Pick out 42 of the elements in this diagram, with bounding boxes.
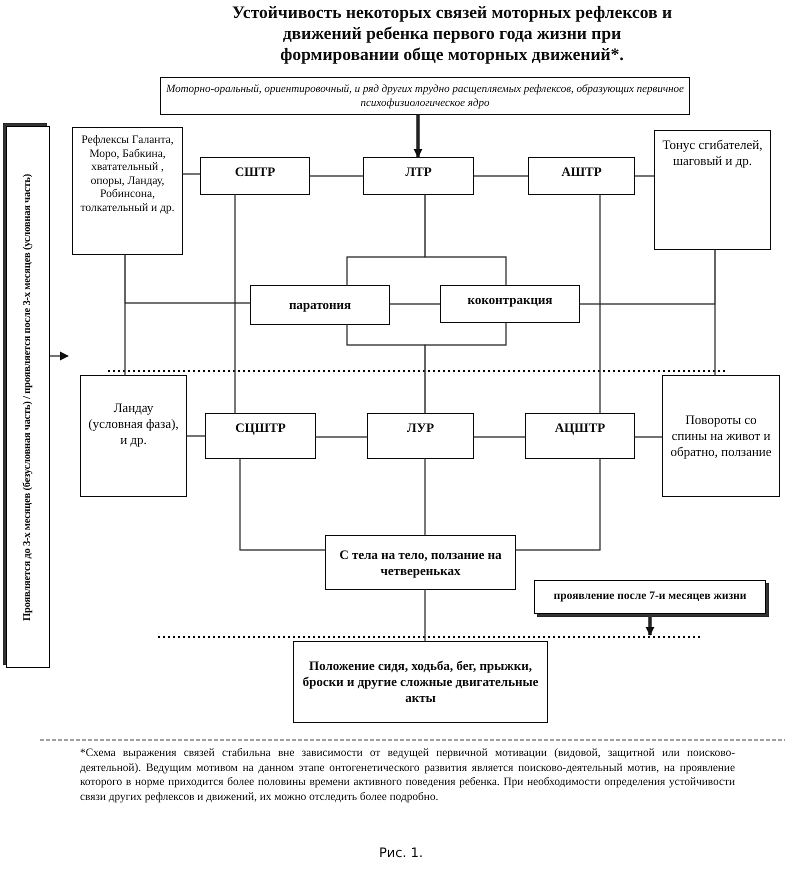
text-box: Проявляется до 3-х месяцев (безусловная часть) / проявляется после 3-х месяцев (условная часть) xyxy=(6,126,50,668)
text-box: Положение сидя, ходьба, бег, прыжки, броски и другие сложные двигательные акты xyxy=(293,641,548,723)
connector-line xyxy=(183,173,200,175)
text-box: Повороты со спины на живот и обратно, ползание xyxy=(662,375,780,497)
text-box: СШТР xyxy=(200,157,310,195)
arrow xyxy=(414,115,422,158)
connector-line xyxy=(474,436,525,438)
text-box: АШТР xyxy=(528,157,635,195)
text-box: СЦШТР xyxy=(205,413,316,459)
connector-line xyxy=(635,175,654,177)
diagram-title: Устойчивость некоторых связей моторных рефлексов и движений ребенка первого года жизни при формировании обще моторных движений*. xyxy=(230,2,674,65)
connector-line xyxy=(424,459,426,535)
connector-line xyxy=(424,323,507,413)
text-box: Моторно-оральный, ориентировочный, и ряд других трудно расщепляемых рефлексов, образующих первичное психофизиологическое ядро xyxy=(160,77,690,115)
connector-line xyxy=(310,175,363,177)
text-box: коконтракция xyxy=(440,285,580,323)
figure-caption: Рис. 1. xyxy=(378,846,424,861)
connector-line xyxy=(187,435,205,437)
text-box: Тонус сгибателей, шаговый и др. xyxy=(654,130,771,250)
connector-line xyxy=(599,195,601,413)
footnote-text: *Схема выражения связей стабильна вне зависимости от ведущей первичной мотивации (видовой, защитной или поисково-деятельной). Ведущим мотивом на данном этапе онтогенетического развития является поисково-деятельный мотив, на проявление которого в норме приходится более половины времени активного поведения ребенка. При необходимости определения устойчивости связи других рефлексов и движений, их можно отследить более подробно. xyxy=(80,746,735,804)
arrow xyxy=(646,614,654,636)
text-box: С тела на тело, ползание на четвереньках xyxy=(325,535,516,590)
connector-line xyxy=(516,459,601,551)
text-box: паратония xyxy=(250,285,390,325)
connector-line xyxy=(424,195,507,285)
text-box: АЦШТР xyxy=(525,413,635,459)
connector-line xyxy=(239,459,325,551)
text-box: ЛУР xyxy=(367,413,474,459)
text-box: Ландау (условная фаза), и др. xyxy=(80,375,187,497)
text-box: проявление после 7-и месяцев жизни xyxy=(534,580,766,614)
text-box: ЛТР xyxy=(363,157,474,195)
arrow xyxy=(50,352,69,360)
connector-line xyxy=(474,175,528,177)
connector-line xyxy=(390,303,440,305)
text-box: Рефлексы Галанта, Моро, Бабкина, хватательный , опоры, Ландау, Робинсона, толкательный и др. xyxy=(72,127,183,255)
connector-line xyxy=(234,195,236,413)
connector-line xyxy=(635,436,662,438)
connector-line xyxy=(714,250,716,375)
connector-line xyxy=(124,255,126,375)
connector-line xyxy=(316,436,367,438)
connector-line xyxy=(424,590,426,641)
